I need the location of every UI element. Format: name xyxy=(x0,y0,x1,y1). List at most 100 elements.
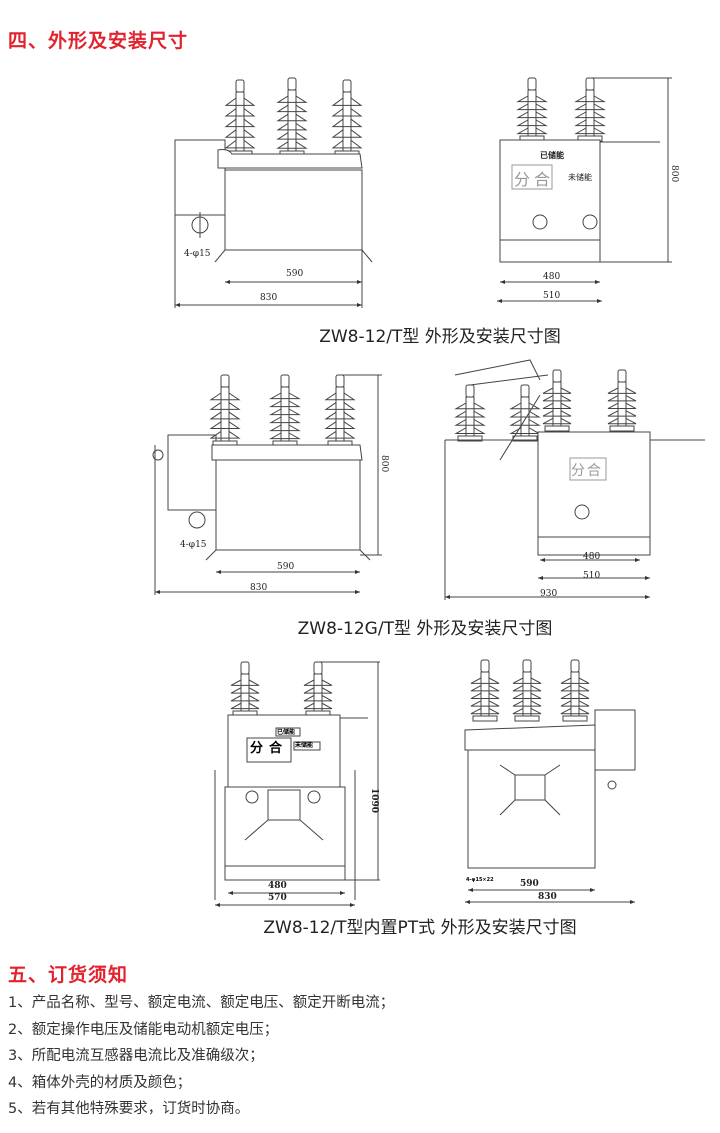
lifting-ring xyxy=(574,504,590,520)
insulator-shed xyxy=(324,411,356,420)
insulator-shed xyxy=(454,402,486,410)
insulator-shed xyxy=(607,402,637,410)
insulator-cap xyxy=(240,661,250,675)
insulator-stem xyxy=(287,89,297,154)
lifting-ring xyxy=(307,790,321,804)
insulator-flange xyxy=(457,435,483,442)
insulator-shed xyxy=(324,430,356,439)
insulator-cap xyxy=(552,369,562,383)
dim-830: 830 xyxy=(260,293,277,303)
charged-plate xyxy=(275,727,301,737)
insulator-shed xyxy=(542,395,572,402)
insulator-shed xyxy=(303,679,333,686)
lifting-ring xyxy=(188,511,206,529)
insulator-shed xyxy=(560,677,590,684)
top-cover xyxy=(464,724,596,751)
control-box xyxy=(594,709,636,771)
insulator-cap xyxy=(527,77,537,91)
insulator-shed xyxy=(209,411,241,420)
insulator-shed xyxy=(607,387,637,394)
insulator-shed xyxy=(512,700,542,707)
insulator-shed xyxy=(224,139,256,149)
caption-zw8-12t-pt: ZW8-12/T型内置PT式 外形及安装尺寸图 xyxy=(263,918,577,938)
insulator-shed xyxy=(331,139,363,149)
lifting-ring xyxy=(245,790,259,804)
dim-510: 510 xyxy=(543,291,560,301)
dim-830: 830 xyxy=(538,892,557,902)
charged-label: 已储能 xyxy=(540,150,564,160)
insulator-shed xyxy=(454,419,486,426)
inspection-window xyxy=(514,774,546,801)
insulator-shed xyxy=(607,395,637,402)
base-frame xyxy=(499,239,601,263)
dim-830: 830 xyxy=(250,583,267,593)
insulator-shed xyxy=(470,700,500,707)
dim-570: 570 xyxy=(268,893,287,903)
inspection-window xyxy=(267,789,301,821)
lifting-ring xyxy=(532,214,548,230)
insulator-shed xyxy=(230,702,260,710)
insulator-shed xyxy=(276,113,308,122)
insulator-cap xyxy=(287,77,297,91)
insulator-shed xyxy=(516,103,548,111)
insulator-stem xyxy=(235,91,245,154)
insulator-shed xyxy=(470,692,500,700)
caption-zw8-12gt: ZW8-12G/T型 外形及安装尺寸图 xyxy=(297,619,553,639)
dim-930: 930 xyxy=(540,589,557,599)
insulator-shed xyxy=(303,695,333,702)
insulator-shed xyxy=(324,402,356,410)
dim-800: 800 xyxy=(379,455,389,472)
insulator-shed xyxy=(542,410,572,417)
insulator-shed xyxy=(209,421,241,430)
insulator-shed xyxy=(574,95,606,103)
insulator-stem xyxy=(570,671,580,719)
insulator-shed xyxy=(516,95,548,103)
close-label: 合 xyxy=(587,463,601,479)
dim-590: 590 xyxy=(520,879,539,889)
holes-label: 4-φ15 xyxy=(184,249,211,259)
insulator-shed xyxy=(470,677,500,684)
insulator-shed xyxy=(224,118,256,128)
list-item: 5、若有其他特殊要求，订货时协商。 xyxy=(8,1101,250,1118)
insulator-shed xyxy=(512,707,542,715)
insulator-shed xyxy=(560,685,590,692)
disconnect-blade xyxy=(499,394,541,461)
insulator-shed xyxy=(574,111,606,119)
insulator-cap xyxy=(280,374,290,388)
breaker-tank xyxy=(215,459,361,551)
insulator-shed xyxy=(607,417,637,425)
insulator-shed xyxy=(331,129,363,138)
insulator-flange xyxy=(544,425,570,432)
insulator-shed xyxy=(331,97,363,106)
open-label: 分 xyxy=(571,463,585,479)
insulator-cap xyxy=(480,659,490,673)
caption-zw8-12t: ZW8-12/T型 外形及安装尺寸图 xyxy=(319,327,561,347)
insulator-cap xyxy=(522,659,532,673)
insulator-cap xyxy=(235,79,245,93)
insulator-stem xyxy=(617,381,627,429)
insulator-cap xyxy=(465,384,475,398)
dim-590: 590 xyxy=(277,562,294,572)
insulator-shed xyxy=(509,410,541,418)
insulator-shed xyxy=(516,119,548,127)
insulator-shed xyxy=(224,108,256,117)
insulator-cap xyxy=(570,659,580,673)
dim-800: 800 xyxy=(669,165,679,182)
close-label: 合 xyxy=(534,170,550,189)
insulator-shed xyxy=(607,410,637,417)
breaker-tank xyxy=(467,749,596,869)
insulator-shed xyxy=(209,392,241,401)
insulator-stem xyxy=(335,386,345,444)
dimension-drawings: 4-φ15 590 830 已储能 分 合 未储能 800 480 510 4-… xyxy=(152,77,705,907)
open-label: 分 xyxy=(514,170,530,189)
list-item: 4、箱体外壳的材质及颜色； xyxy=(8,1074,192,1091)
list-item: 2、额定操作电压及储能电动机额定电压； xyxy=(8,1021,279,1038)
insulator-shed xyxy=(276,104,308,113)
insulator-shed xyxy=(509,419,541,426)
insulator-shed xyxy=(209,430,241,439)
holes-label: 4-φ15×22 xyxy=(466,877,494,883)
insulator-shed xyxy=(470,685,500,692)
dim-480: 480 xyxy=(543,272,560,282)
insulator-shed xyxy=(224,97,256,106)
insulator-shed xyxy=(509,427,541,435)
